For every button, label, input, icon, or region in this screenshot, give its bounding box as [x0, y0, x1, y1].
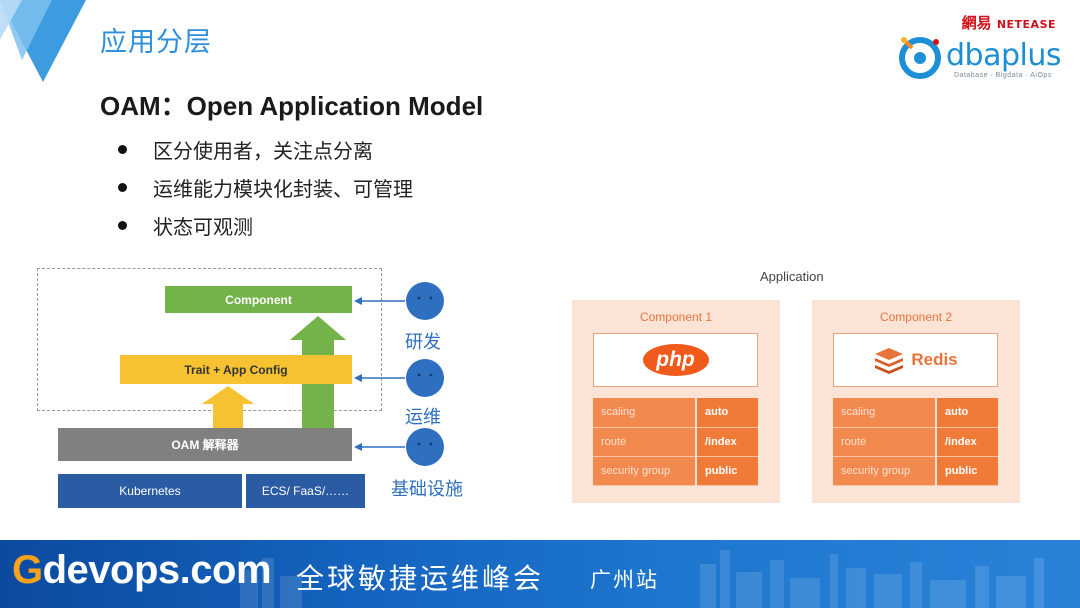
redis-logo-box: Redis [833, 333, 998, 387]
trait-key: security group [833, 456, 936, 486]
component-card-title: Component 1 [639, 310, 713, 324]
kubernetes-layer: Kubernetes [58, 474, 242, 508]
dbaplus-wordmark: dbaplus [946, 38, 1062, 73]
list-item: 运维能力模块化封装、可管理 [118, 168, 413, 206]
trait-key: scaling [833, 398, 936, 428]
summit-slogan: 全球敏捷运维峰会 [296, 562, 545, 595]
ops-avatar-icon [406, 359, 444, 397]
application-title: Application [760, 269, 824, 284]
summit-city: 广州站 [590, 568, 659, 592]
gdevops-g-letter: G [12, 548, 43, 592]
trait-value: /index [695, 427, 758, 457]
infra-avatar-icon [406, 428, 444, 466]
redis-logo: Redis [873, 346, 958, 374]
role-infra-label: 基础设施 [391, 479, 463, 500]
gdevops-logo: Gdevops.com [12, 548, 272, 593]
trait-value: auto [935, 398, 998, 428]
oam-heading: OAM：Open Application Model [100, 91, 484, 121]
trait-key: scaling [593, 398, 696, 428]
php-logo-box: php [593, 333, 758, 387]
table-row: route/index [833, 427, 998, 457]
ecs-faas-layer: ECS/ FaaS/…… [246, 474, 365, 508]
list-item: 状态可观测 [118, 206, 413, 244]
dbaplus-circle-icon [899, 37, 941, 79]
bullet-dot-icon [118, 182, 127, 192]
redis-stack-icon [875, 348, 904, 374]
redis-logo-text: Redis [911, 350, 958, 369]
trait-value: /index [935, 427, 998, 457]
footer-banner: Gdevops.com 全球敏捷运维峰会 广州站 [0, 540, 1080, 608]
gdevops-wordmark: devops.com [42, 548, 272, 592]
trait-layer: Trait + App Config [120, 355, 352, 384]
bullet-text: 状态可观测 [153, 214, 253, 239]
netease-en-text: NETEASE [996, 18, 1056, 31]
feature-list: 区分使用者，关注点分离 运维能力模块化封装、可管理 状态可观测 [118, 130, 413, 244]
list-item: 区分使用者，关注点分离 [118, 130, 413, 168]
trait-key: security group [593, 456, 696, 486]
brand-logo: 網易 NETEASE dbaplus Database · Bigdata · … [896, 10, 1066, 84]
developer-avatar-icon [406, 282, 444, 320]
php-logo-icon: php [642, 344, 709, 376]
bullet-dot-icon [118, 220, 127, 230]
trait-key: route [593, 427, 696, 457]
dbaplus-tagline: Database · Bigdata · AiOps [954, 72, 1052, 79]
table-row: route/index [593, 427, 758, 457]
netease-cn-text: 網易 [961, 14, 992, 32]
role-developer-label: 研发 [405, 332, 441, 353]
oam-interpreter-layer: OAM 解释器 [58, 428, 352, 461]
netease-logo: 網易 NETEASE [962, 12, 1056, 33]
bullet-text: 运维能力模块化封装、可管理 [153, 176, 413, 201]
city-skyline-decoration [240, 550, 1044, 608]
component-layer: Component [165, 286, 352, 313]
trait-value: public [935, 456, 998, 486]
role-ops-label: 运维 [405, 407, 441, 428]
trait-value: auto [695, 398, 758, 428]
corner-triangle-logo-icon [0, 0, 86, 82]
section-title: 应用分层 [100, 27, 212, 58]
trait-value: public [695, 456, 758, 486]
component-card-title: Component 2 [879, 310, 953, 324]
trait-key: route [833, 427, 936, 457]
bullet-dot-icon [118, 144, 127, 154]
bullet-text: 区分使用者，关注点分离 [153, 138, 373, 163]
